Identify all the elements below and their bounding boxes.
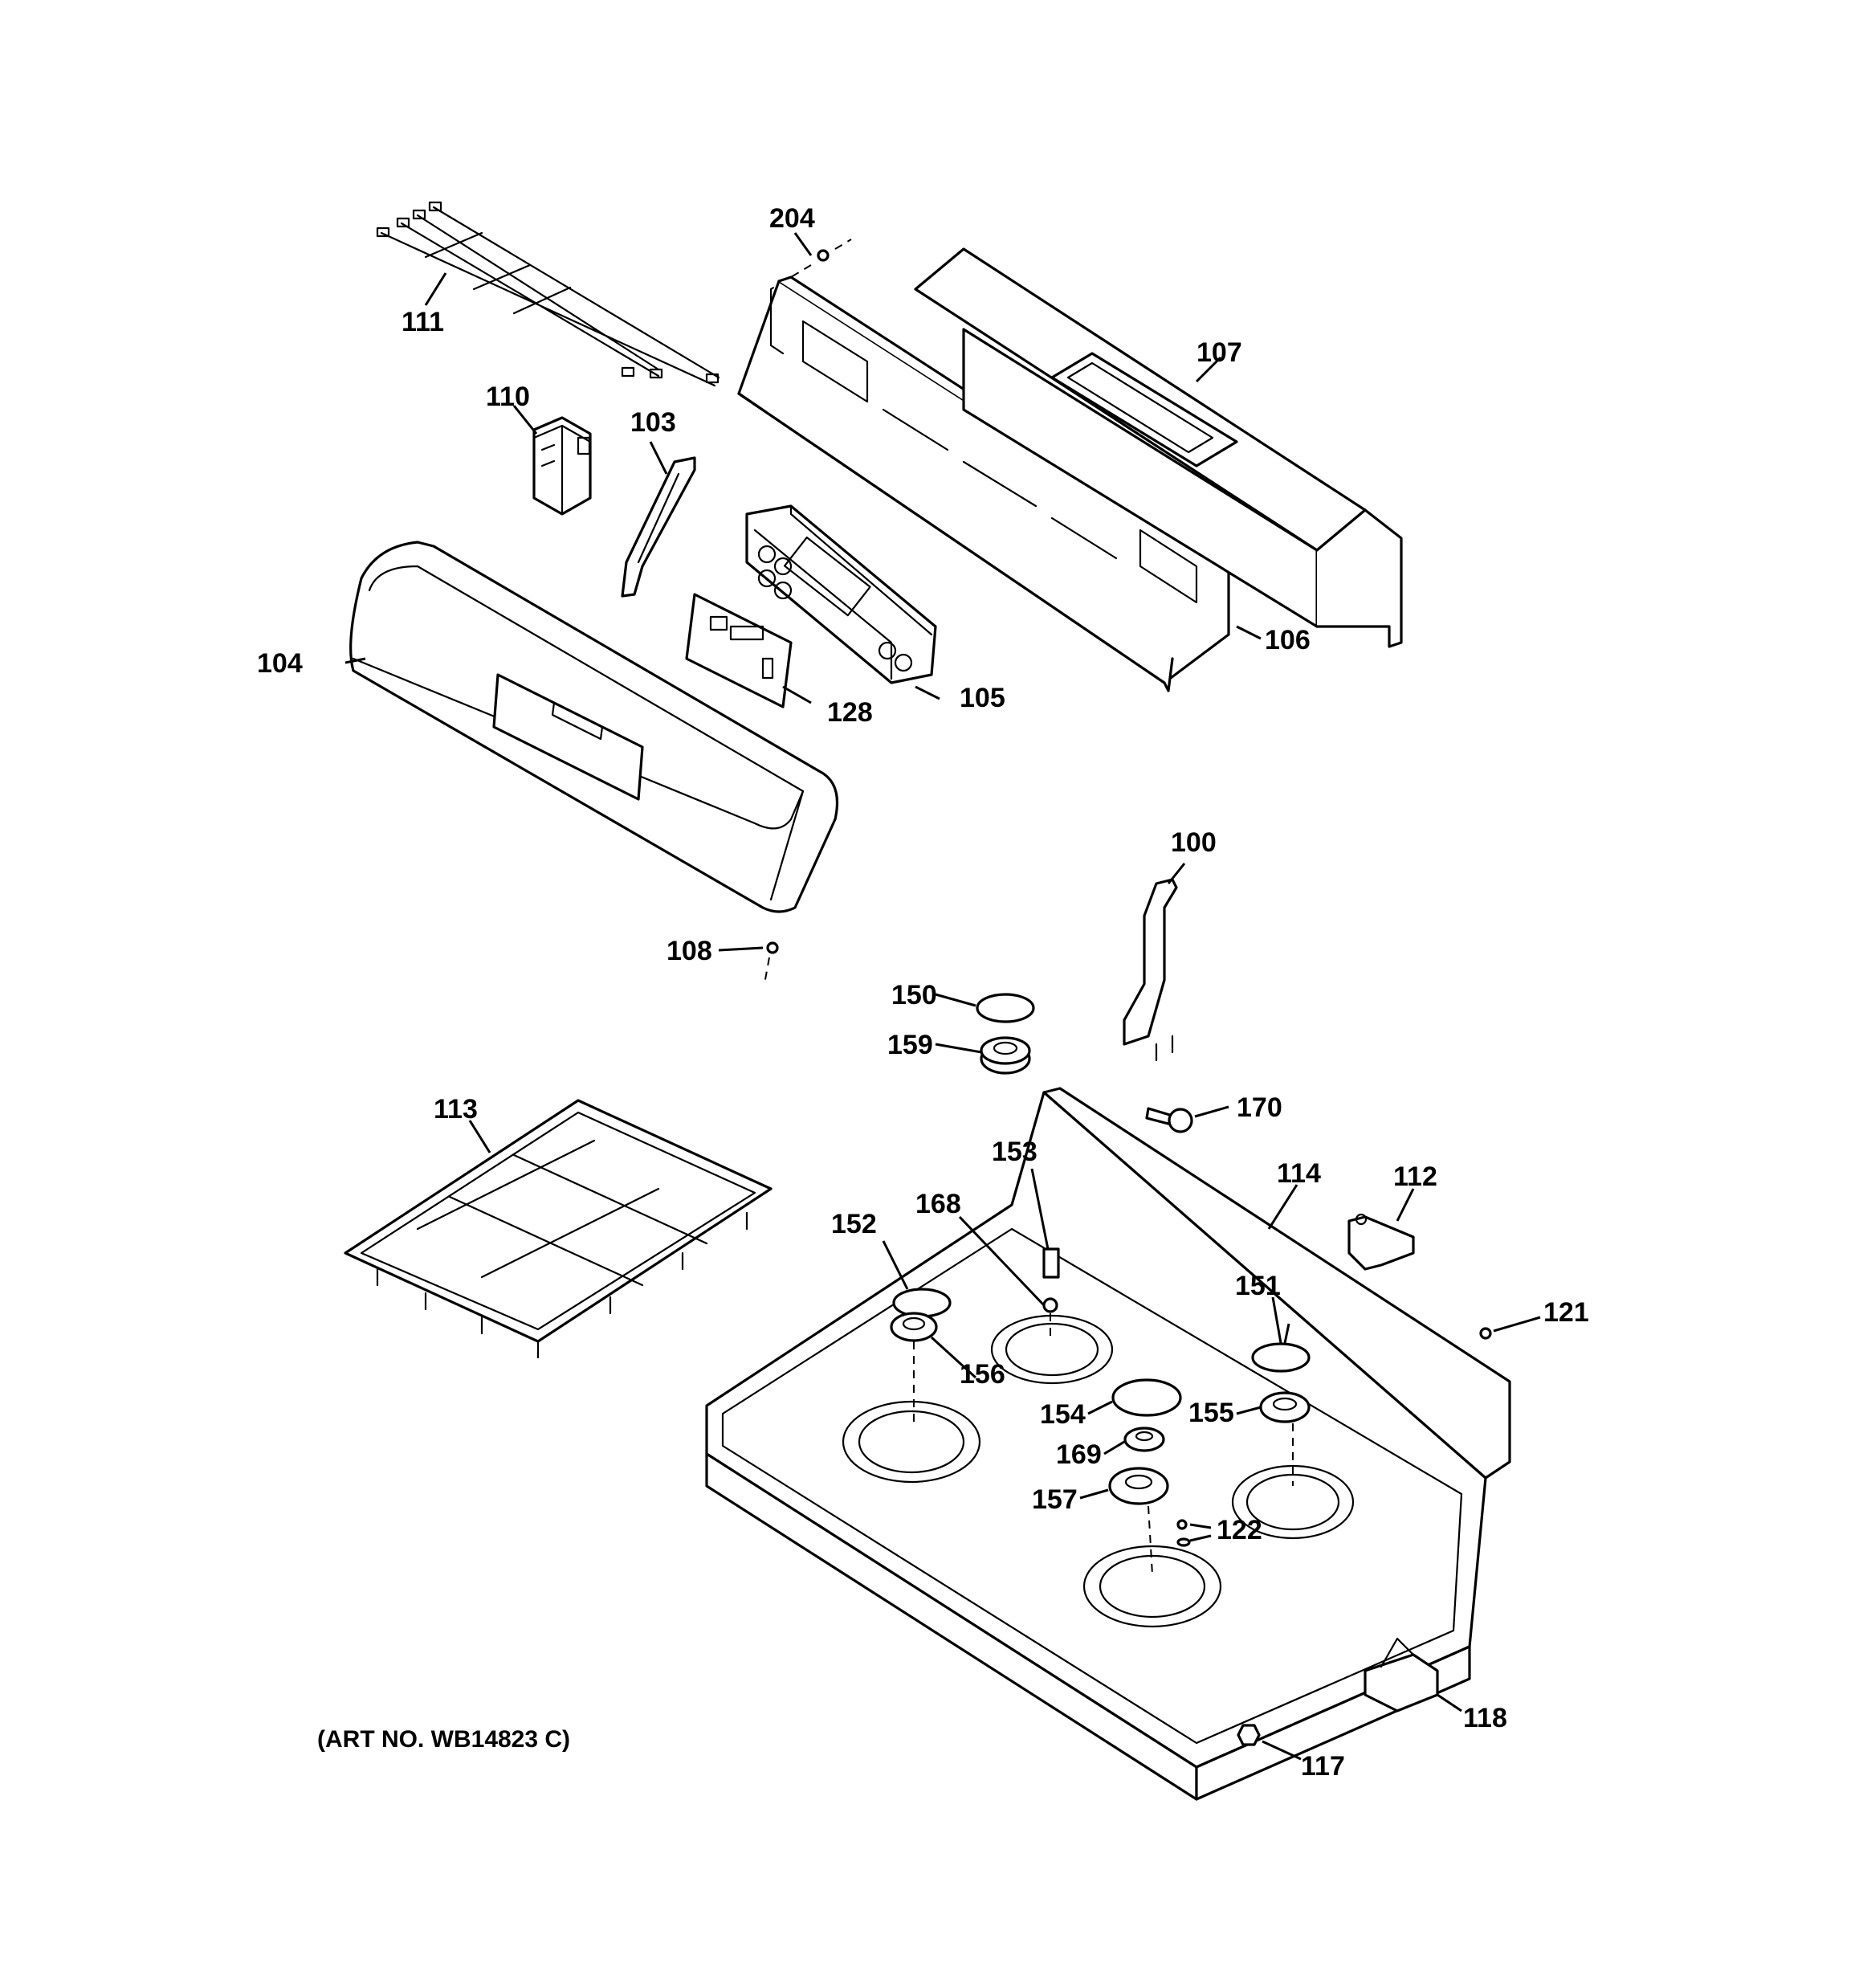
callout-150: 150 — [891, 980, 937, 1010]
art-number: (ART NO. WB14823 C) — [317, 1726, 570, 1753]
callout-107: 107 — [1196, 337, 1242, 368]
callout-117: 117 — [1301, 1751, 1345, 1782]
callout-leaders — [344, 232, 1541, 1761]
callout-111: 111 — [402, 307, 444, 337]
callout-labels: 204 107 106 111 110 103 104 128 105 108 … — [257, 203, 1589, 1782]
burner-head-156 — [890, 1312, 938, 1422]
vent-cover-107 — [914, 247, 1403, 648]
callout-159: 159 — [887, 1030, 933, 1060]
callout-170: 170 — [1237, 1092, 1282, 1123]
callout-156: 156 — [960, 1359, 1005, 1390]
callout-154: 153 — [992, 1137, 1037, 1167]
callout-110: 110 — [486, 382, 530, 412]
bracket-100 — [1123, 878, 1178, 1062]
burner-head-159 — [980, 1036, 1031, 1075]
callout-168: 168 — [915, 1189, 961, 1219]
nut-117 — [1237, 1724, 1261, 1746]
burner-cap-152 — [892, 1288, 952, 1318]
control-panel-104 — [349, 541, 839, 913]
callout-128: 128 — [827, 697, 873, 728]
orifice-154 — [1042, 1247, 1060, 1279]
callout-157: 157 — [1032, 1484, 1078, 1515]
bracket-103 — [621, 456, 696, 598]
burner-head-169 — [1123, 1427, 1165, 1452]
screw-170 — [1145, 1107, 1193, 1133]
burner-cap-150 — [976, 993, 1035, 1023]
wire-harness-111 — [376, 201, 720, 387]
burner-cap-153 — [1111, 1378, 1182, 1417]
callout-204: 204 — [769, 203, 815, 234]
callout-122: 122 — [1217, 1515, 1262, 1545]
overlay-128 — [685, 593, 793, 708]
callout-100: 100 — [1171, 827, 1217, 858]
grate-113 — [344, 1099, 773, 1359]
screw-204 — [770, 239, 852, 290]
callout-121: 121 — [1543, 1297, 1589, 1328]
burner-head-157 — [1108, 1467, 1169, 1575]
screw-121 — [1479, 1327, 1492, 1340]
callout-112: 112 — [1393, 1161, 1437, 1192]
callout-114: 114 — [1277, 1158, 1321, 1189]
switch-112 — [1347, 1213, 1415, 1271]
callout-105: 105 — [960, 683, 1005, 713]
callout-106: 106 — [1265, 625, 1311, 655]
callout-169: 169 — [1056, 1439, 1102, 1470]
callout-103: 103 — [630, 407, 676, 438]
switch-110 — [532, 416, 592, 516]
callout-155: 155 — [1188, 1398, 1234, 1428]
callout-118: 118 — [1463, 1703, 1507, 1733]
screw-108 — [764, 941, 779, 985]
callout-104: 104 — [257, 648, 303, 679]
callout-153: 154 — [1040, 1399, 1086, 1430]
callout-108: 108 — [667, 936, 712, 966]
burner-cap-151 — [1251, 1342, 1311, 1373]
callout-113: 113 — [434, 1094, 478, 1125]
callout-152: 152 — [831, 1209, 877, 1239]
callout-151: 151 — [1235, 1271, 1281, 1301]
control-board-105 — [745, 504, 937, 684]
screw-122 — [1176, 1519, 1191, 1547]
